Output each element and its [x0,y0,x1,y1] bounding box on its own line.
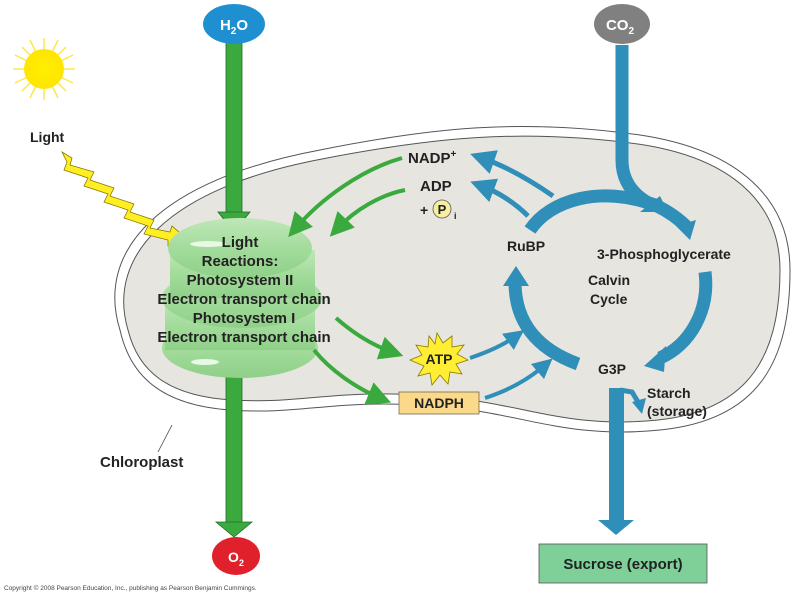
calvin-arc-top-head [676,220,696,240]
calvin-arc-right [657,271,713,364]
svg-text:Photosystem I: Photosystem I [193,310,296,327]
light-reactions-text: Light Reactions: Photosystem II Electron… [157,234,330,346]
oxygen-label: O2 [228,549,244,568]
calvin-label-2: Cycle [590,291,628,307]
starch-arrow-head [632,398,646,414]
svg-text:Light: Light [222,234,259,251]
pi-plus: + [420,202,428,218]
water-bubble [203,4,265,44]
sucrose-box [538,543,708,584]
copyright-notice: Copyright © 2008 Pearson Education, Inc.… [4,585,257,592]
thylakoid-stack [162,218,322,378]
light-bolt-icon [61,150,189,247]
adp-return-arrow [329,188,406,237]
nadph-to-cycle-arrow [484,358,553,400]
chloroplast-pointer [157,424,173,453]
adp-label: ADP [420,178,452,195]
chloroplast-label: Chloroplast [100,454,183,471]
oxygen-arrow-head [214,521,254,538]
starch-label-2: (storage) [647,403,707,419]
calvin-arc-top [524,189,693,234]
oxygen-arrow-shaft [225,369,243,526]
pga-label: 3-Phosphoglycerate [597,246,731,262]
co2-bubble [594,4,650,44]
sucrose-arrow-shaft [609,388,624,523]
nadp-label: NADP+ [408,149,457,167]
nadph-box [398,391,480,415]
water-arrow-shaft [225,39,243,221]
light-label: Light [30,129,65,145]
calvin-arc-right-head [644,346,666,372]
atp-label: ATP [426,351,453,367]
svg-text:Electron transport chain: Electron transport chain [157,291,330,308]
to-nadph-arrow [312,348,392,405]
starch-arrow [619,387,641,404]
svg-text:Reactions:: Reactions: [202,253,279,270]
water-label: H2O [220,17,248,37]
calvin-arc-left-head [503,266,529,286]
sun-icon [13,38,75,100]
to-adp-arrow [470,178,530,218]
atp-to-cycle-arrow [469,330,525,360]
nadph-label: NADPH [414,395,464,411]
calvin-arc-left [508,281,581,371]
pi-symbol: P [438,202,447,217]
to-nadp-arrow [470,150,555,199]
sucrose-arrow-head [598,520,634,535]
starch-label-1: Starch [647,385,691,401]
to-atp-arrow [334,316,404,360]
co2-label: CO2 [606,17,635,37]
rubp-label: RuBP [507,238,545,254]
nadp-return-arrow [288,156,403,238]
oxygen-bubble [212,537,260,575]
g3p-label: G3P [598,361,626,377]
phosphate-icon [432,199,452,219]
svg-text:Photosystem II: Photosystem II [187,272,294,289]
atp-starburst [408,331,469,386]
pi-sub: i [454,211,457,221]
calvin-label-1: Calvin [588,272,630,288]
sucrose-label: Sucrose (export) [563,556,682,573]
svg-text:Electron transport chain: Electron transport chain [157,329,330,346]
